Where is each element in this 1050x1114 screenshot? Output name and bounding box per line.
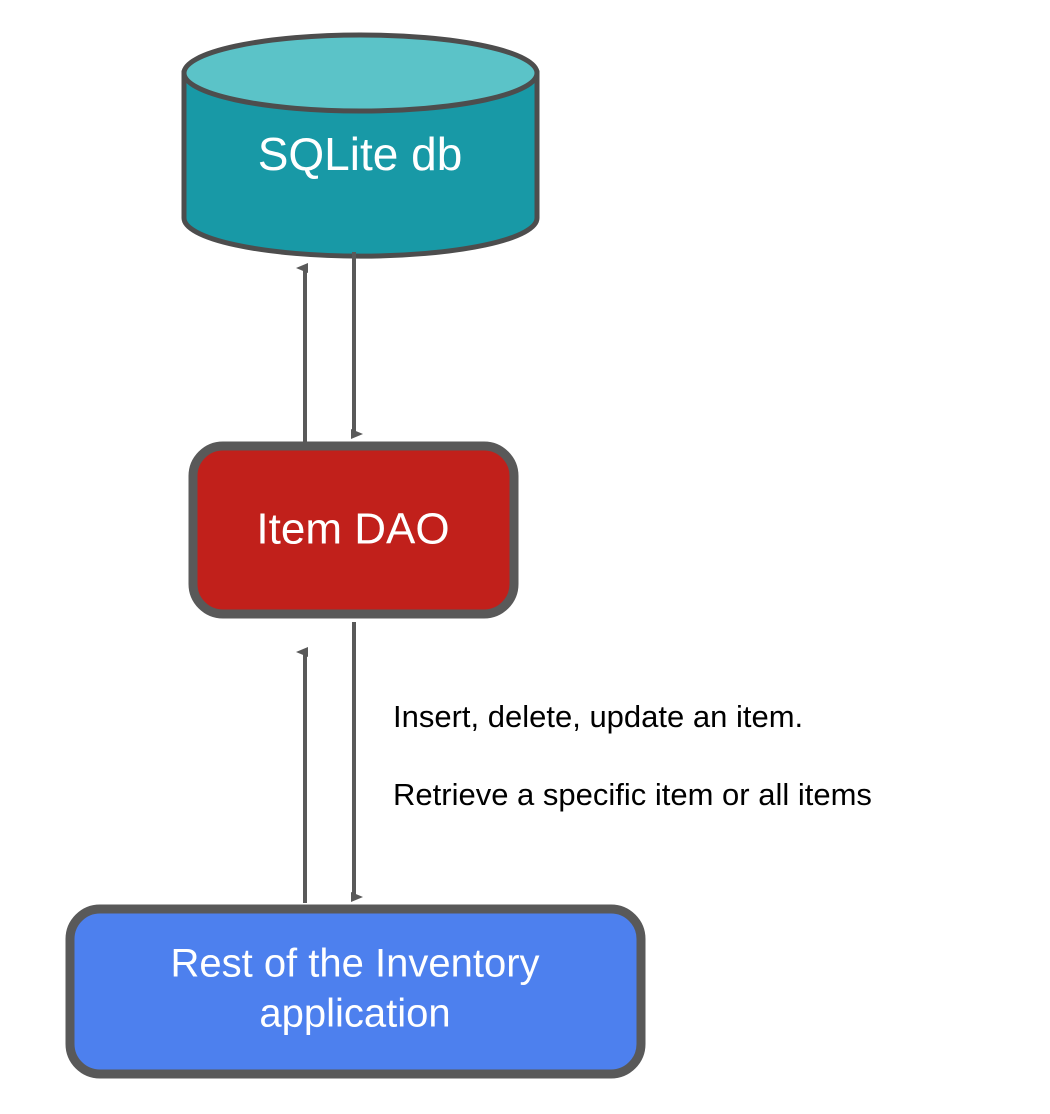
cylinder-top (181, 32, 540, 114)
cylinder-body (181, 70, 540, 259)
node-rest-of-app[interactable]: Rest of the Inventory application (65, 904, 646, 1079)
item-dao-box (188, 441, 519, 619)
node-sqlite-db[interactable]: SQLite db (181, 32, 540, 259)
edge-annotation: Insert, delete, update an item. Retrieve… (393, 699, 872, 812)
edge-annotation-line-2: Retrieve a specific item or all items (393, 777, 872, 812)
rest-of-app-label-line-1: Rest of the Inventory (170, 942, 539, 986)
rest-of-app-box (65, 904, 646, 1079)
node-item-dao[interactable]: Item DAO (188, 441, 519, 619)
item-dao-label: Item DAO (256, 505, 449, 554)
sqlite-db-label: SQLite db (258, 128, 463, 180)
rest-of-app-label-line-2: application (259, 992, 450, 1036)
edge-annotation-line-1: Insert, delete, update an item. (393, 699, 803, 734)
